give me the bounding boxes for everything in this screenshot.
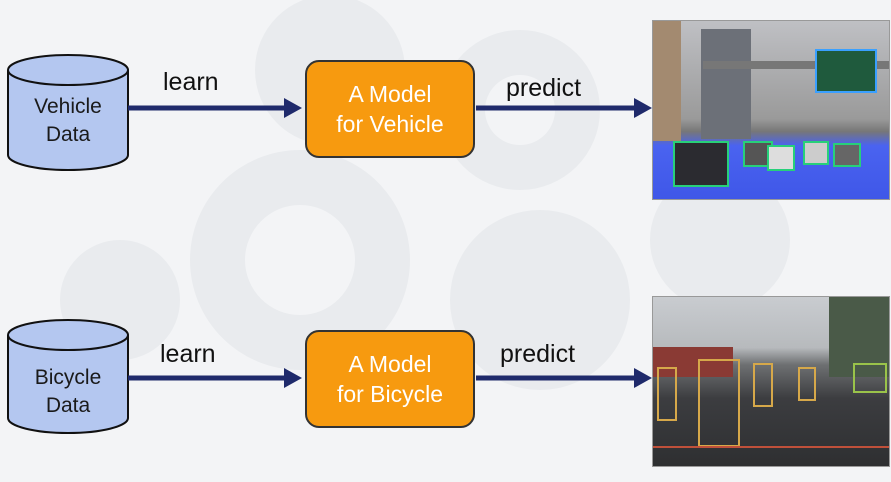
predict-label: predict bbox=[506, 74, 582, 102]
predict-arrow bbox=[476, 368, 652, 388]
data-label-line: Data bbox=[45, 394, 91, 417]
learn-label: learn bbox=[163, 68, 219, 96]
bicycle-detection-photo bbox=[652, 296, 890, 467]
learn-arrow bbox=[128, 98, 302, 118]
vehicle-detection-photo bbox=[652, 20, 890, 200]
data-label-line: Vehicle bbox=[34, 95, 102, 118]
model-label-line: A Model bbox=[348, 81, 432, 107]
learn-arrow bbox=[128, 368, 302, 388]
bicycle-data-cylinder bbox=[7, 319, 129, 434]
bicycle-data-label: Bicycle Data bbox=[8, 364, 128, 420]
data-label-line: Data bbox=[45, 123, 91, 146]
vehicle-data-label: Vehicle Data bbox=[8, 93, 128, 149]
predict-arrow bbox=[476, 98, 652, 118]
learn-label: learn bbox=[160, 340, 216, 368]
vehicle-data-cylinder bbox=[7, 54, 129, 171]
bicycle-model-box: A Model for Bicycle bbox=[305, 330, 475, 428]
model-label-line: for Bicycle bbox=[336, 381, 444, 407]
vehicle-model-box: A Model for Vehicle bbox=[305, 60, 475, 158]
model-label-line: for Vehicle bbox=[336, 111, 444, 137]
data-label-line: Bicycle bbox=[34, 366, 102, 389]
predict-label: predict bbox=[500, 340, 576, 368]
model-label-line: A Model bbox=[348, 351, 432, 377]
